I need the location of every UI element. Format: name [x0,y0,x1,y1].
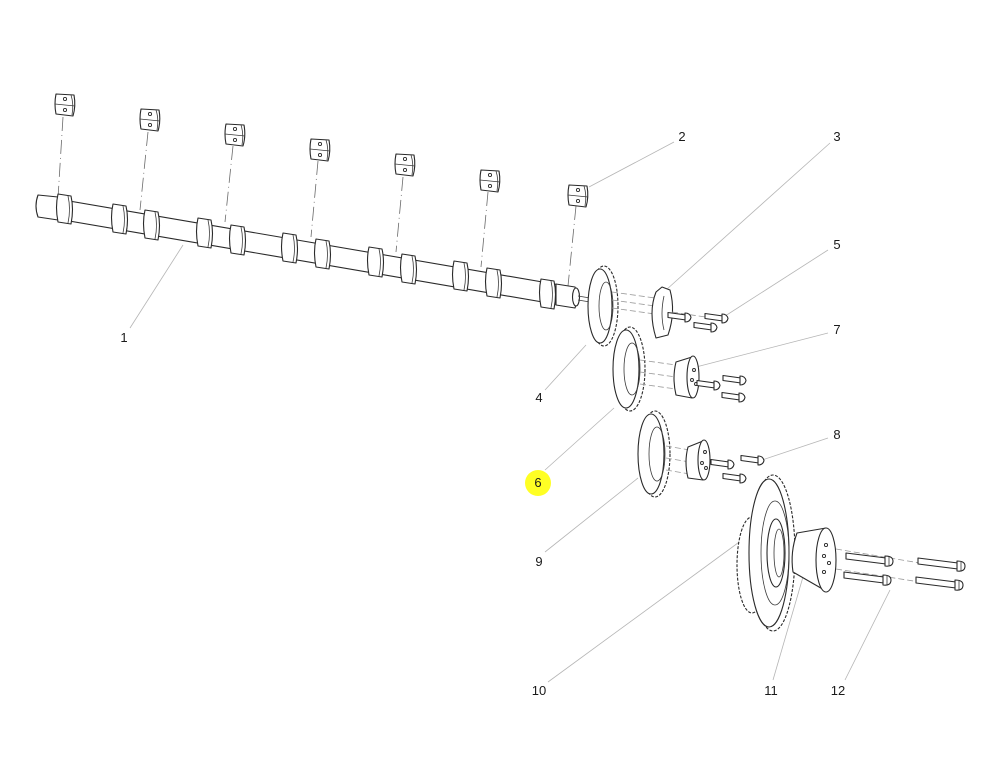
idler-gear-shaft-11 [791,527,921,593]
callout-12[interactable]: 12 [830,683,846,698]
callout-3[interactable]: 3 [833,129,841,144]
idler-gear-hub-7 [673,355,700,399]
idler-gear-6 [612,326,677,412]
callout-6-highlighted[interactable]: 6 [534,475,542,490]
callout-2[interactable]: 2 [678,129,686,144]
camshaft-gear [587,265,656,347]
camshaft [35,193,591,310]
callout-9[interactable]: 9 [535,554,543,569]
thrust-plate [651,286,713,339]
thrust-plate-bolts [667,311,729,333]
callout-1[interactable]: 1 [120,330,128,345]
callout-highlight [525,470,551,496]
hub-bolts-8 [710,454,765,484]
callout-11[interactable]: 11 [764,683,778,698]
callout-4[interactable]: 4 [535,390,543,405]
callout-10[interactable]: 10 [531,683,547,698]
callout-8[interactable]: 8 [833,427,841,442]
idler-gear-9 [637,410,691,498]
leader-lines [129,141,891,683]
double-idler-gear-10 [736,474,796,632]
callout-5[interactable]: 5 [833,237,841,252]
hub-bolts-7 [696,374,747,403]
callout-7[interactable]: 7 [833,322,841,337]
shaft-bolts-12 [843,552,966,591]
bearing-shells [54,93,589,287]
idler-gear-hub-8 [685,439,711,481]
